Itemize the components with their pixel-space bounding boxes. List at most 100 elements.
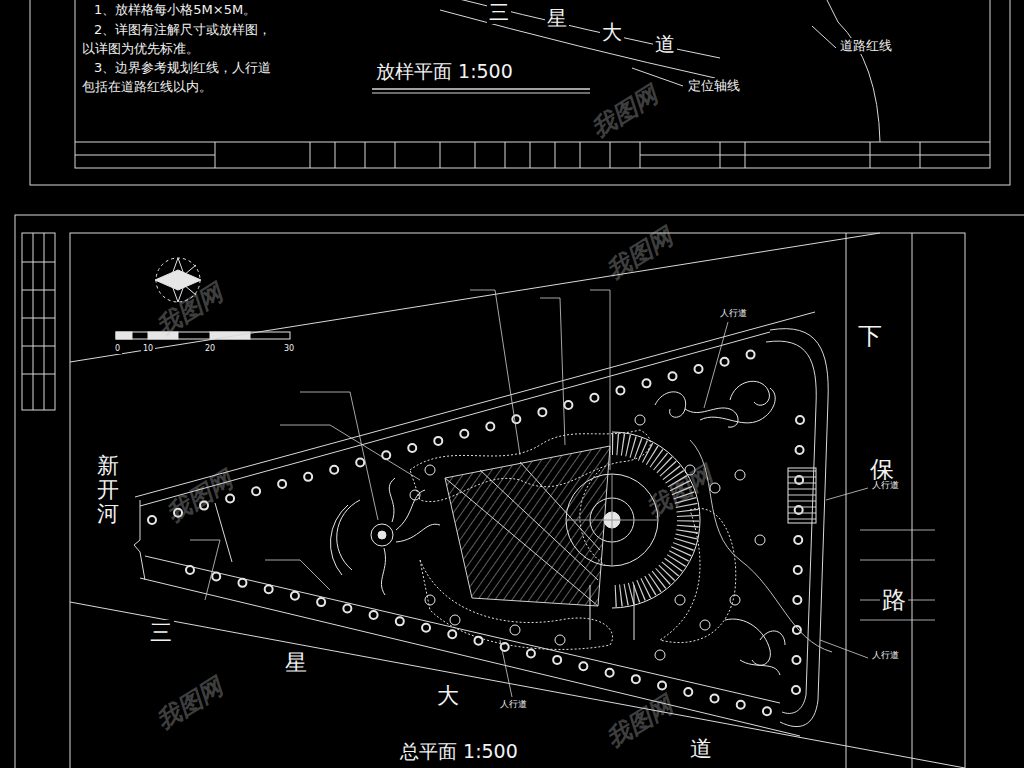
leader-lines-part (826, 488, 868, 500)
river-name: 新开河 (96, 452, 120, 529)
scattered-trees (410, 415, 765, 660)
road-lines-part (215, 503, 232, 562)
scale-bar-part (116, 332, 290, 339)
top-sheet-part (395, 142, 396, 168)
top-sheet-part (580, 142, 581, 168)
watermark: 我图网 (150, 278, 230, 343)
top-sheet-part (30, 0, 1010, 185)
note-text: 2、详图有注解尺寸或放样图， (92, 22, 273, 38)
planting-beds-part (660, 508, 736, 642)
watermark: 我图网 (160, 465, 240, 530)
road-lines-part (846, 233, 847, 768)
scattered-trees-part (675, 595, 685, 605)
leader-lines-part (540, 298, 565, 445)
road-name: 道 (688, 736, 714, 762)
feather-feature-part (381, 548, 385, 595)
bottom-sheet-part (22, 233, 55, 410)
bottom-sheet (15, 215, 1024, 768)
note-text: 包括在道路红线以内。 (80, 79, 214, 95)
leader-lines (190, 290, 935, 697)
bottom-sheet-part (44, 233, 45, 410)
road-lines-part (766, 341, 816, 713)
road-lines-part (135, 312, 815, 497)
watermark: 我图网 (600, 690, 680, 755)
road-lines-part (70, 602, 965, 768)
top-sheet-part (505, 142, 506, 168)
scattered-trees-part (655, 650, 665, 660)
scale-number: 20 (203, 344, 217, 354)
ornament-swirls-part (725, 619, 785, 675)
road-name: 大 (600, 20, 624, 44)
scale-bar-part (210, 332, 250, 339)
leader-lines-part (280, 425, 420, 480)
top-sheet-part (335, 142, 336, 168)
top-sheet-part (530, 142, 531, 168)
top-sheet-part (372, 93, 590, 94)
road-lines-part (145, 556, 780, 703)
leader-lines-part (704, 322, 728, 408)
feather-feature (330, 478, 440, 595)
top-sheet-part (372, 88, 590, 90)
scale-bar-part (116, 332, 132, 339)
top-sheet-part (640, 155, 990, 156)
planting-beds (410, 430, 736, 649)
top-sheet-part (555, 142, 556, 168)
scattered-trees-part (425, 595, 435, 605)
scattered-trees-part (450, 615, 460, 625)
scale-number: 10 (141, 344, 155, 354)
central-plaza-part (566, 474, 658, 566)
leader-lines-part (590, 290, 610, 470)
watermark: 我图网 (585, 80, 665, 145)
top-sheet-part (75, 155, 215, 156)
central-plaza (566, 432, 700, 640)
feather-feature-part (337, 500, 360, 570)
feather-feature-part (371, 524, 393, 546)
bottom-sheet-part (15, 215, 1024, 768)
tree-rows (152, 352, 800, 712)
callout-text: 人行道 (718, 308, 749, 319)
scattered-trees-part (735, 470, 745, 480)
top-sheet-part (826, 0, 880, 142)
callout-text: 道路红线 (838, 38, 894, 54)
scattered-trees-part (510, 625, 520, 635)
road-name: 星 (545, 6, 569, 30)
top-sheet (30, 0, 1010, 185)
road-name: 路 (880, 586, 908, 615)
bottom-sheet-part (33, 233, 34, 410)
road-name: 三 (487, 0, 511, 24)
road-name: 大 (435, 683, 461, 709)
fan-lawn-part (445, 462, 600, 606)
fan-lawn (445, 446, 610, 606)
feather-feature-part (330, 505, 348, 575)
road-lines-part (770, 329, 828, 727)
top-sheet-part (75, 142, 990, 143)
callout-text: 人行道 (870, 650, 901, 661)
note-text: 1、放样格每小格5M×5M。 (92, 2, 258, 18)
leader-lines-part (500, 640, 512, 697)
ornament-swirls-part (700, 388, 775, 423)
tree-rows-part (796, 420, 800, 690)
road-name: 星 (283, 650, 309, 676)
scattered-trees-part (730, 595, 740, 605)
watermark: 我图网 (150, 672, 230, 737)
feather-feature-part (389, 478, 440, 542)
tree-rows-part (796, 420, 800, 690)
top-sheet-part (812, 26, 836, 48)
top-sheet-part (610, 142, 611, 168)
road-lines-part (912, 233, 913, 768)
ornament-swirls-part (655, 381, 769, 427)
bottom-sheet-part (70, 233, 965, 768)
road-lines-part (70, 233, 880, 362)
top-sheet-part (632, 68, 683, 86)
bottom-sheet-part (22, 290, 55, 291)
bottom-sheet-part (22, 262, 55, 263)
bottom-sheet-part (22, 346, 55, 347)
leader-lines-part (190, 540, 220, 600)
drawing-title: 放样平面 1:500 (374, 60, 515, 83)
scale-number: 0 (113, 344, 122, 354)
scattered-trees-part (700, 620, 710, 630)
scattered-trees-part (425, 465, 435, 475)
watermark: 我图网 (640, 460, 720, 525)
feather-feature-part (378, 531, 386, 539)
